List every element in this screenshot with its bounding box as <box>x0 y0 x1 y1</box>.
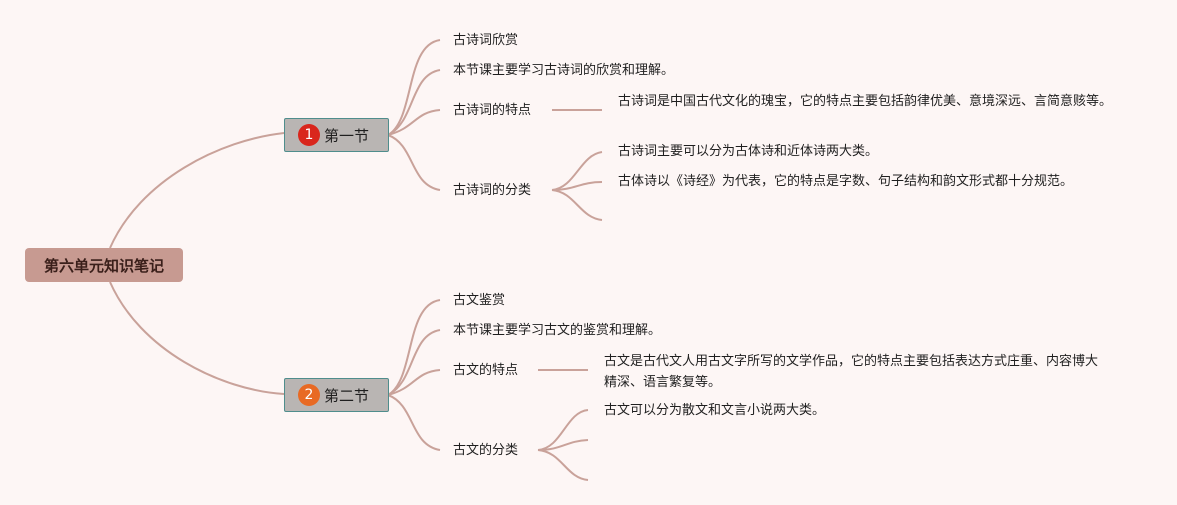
connector-sec1-categories <box>387 134 441 191</box>
section1-categories-label[interactable]: 古诗词的分类 <box>453 183 532 198</box>
connector-sec2-intro <box>387 329 441 396</box>
section-number-badge: 2 <box>298 384 320 406</box>
section2-features-desc[interactable]: 古文是古代文人用古文字所写的文学作品，它的特点主要包括表达方式庄重、内容博大精深… <box>604 354 1099 390</box>
connector-sec1-features <box>387 109 441 136</box>
connector-root-sec1 <box>109 132 285 249</box>
section1-topic[interactable]: 古诗词欣赏 <box>453 33 519 48</box>
connector-sec2-cat-c <box>537 449 589 481</box>
section-node-1[interactable]: 1 第一节 <box>284 118 389 152</box>
section2-category-item[interactable]: 古文可以分为散文和文言小说两大类。 <box>604 403 826 418</box>
connector-sec1-cat-c <box>551 189 603 221</box>
section1-intro[interactable]: 本节课主要学习古诗词的欣赏和理解。 <box>453 63 675 78</box>
section1-features-desc[interactable]: 古诗词是中国古代文化的瑰宝，它的特点主要包括韵律优美、意境深远、言简意赅等。 <box>618 94 1113 109</box>
section-node-2[interactable]: 2 第二节 <box>284 378 389 412</box>
section2-features-label[interactable]: 古文的特点 <box>453 363 519 378</box>
connector-sec1-cat-b <box>551 181 603 191</box>
root-node[interactable]: 第六单元知识笔记 <box>25 248 183 282</box>
section1-category-item[interactable]: 古体诗以《诗经》为代表，它的特点是字数、句子结构和韵文形式都十分规范。 <box>618 174 1074 189</box>
connector-sec1-intro <box>387 69 441 136</box>
connector-sec2-topic <box>387 299 441 396</box>
connector-sec1-topic <box>387 39 441 136</box>
root-title: 第六单元知识笔记 <box>43 256 164 275</box>
section1-features-label[interactable]: 古诗词的特点 <box>453 103 532 118</box>
section-number-badge: 1 <box>298 124 320 146</box>
section2-topic[interactable]: 古文鉴赏 <box>453 293 506 308</box>
connector-sec2-features <box>387 369 441 396</box>
section-title: 第二节 <box>324 386 370 405</box>
connector-sec2-cat-a <box>537 409 589 451</box>
connector-root-sec2 <box>109 281 285 395</box>
connector-sec1-cat-a <box>551 151 603 191</box>
connector-sec2-categories <box>387 394 441 451</box>
section2-intro[interactable]: 本节课主要学习古文的鉴赏和理解。 <box>453 323 662 338</box>
section2-categories-label[interactable]: 古文的分类 <box>453 443 519 458</box>
section1-category-item[interactable]: 古诗词主要可以分为古体诗和近体诗两大类。 <box>618 144 879 159</box>
section-title: 第一节 <box>324 126 370 145</box>
connector-sec2-cat-b <box>537 439 589 451</box>
